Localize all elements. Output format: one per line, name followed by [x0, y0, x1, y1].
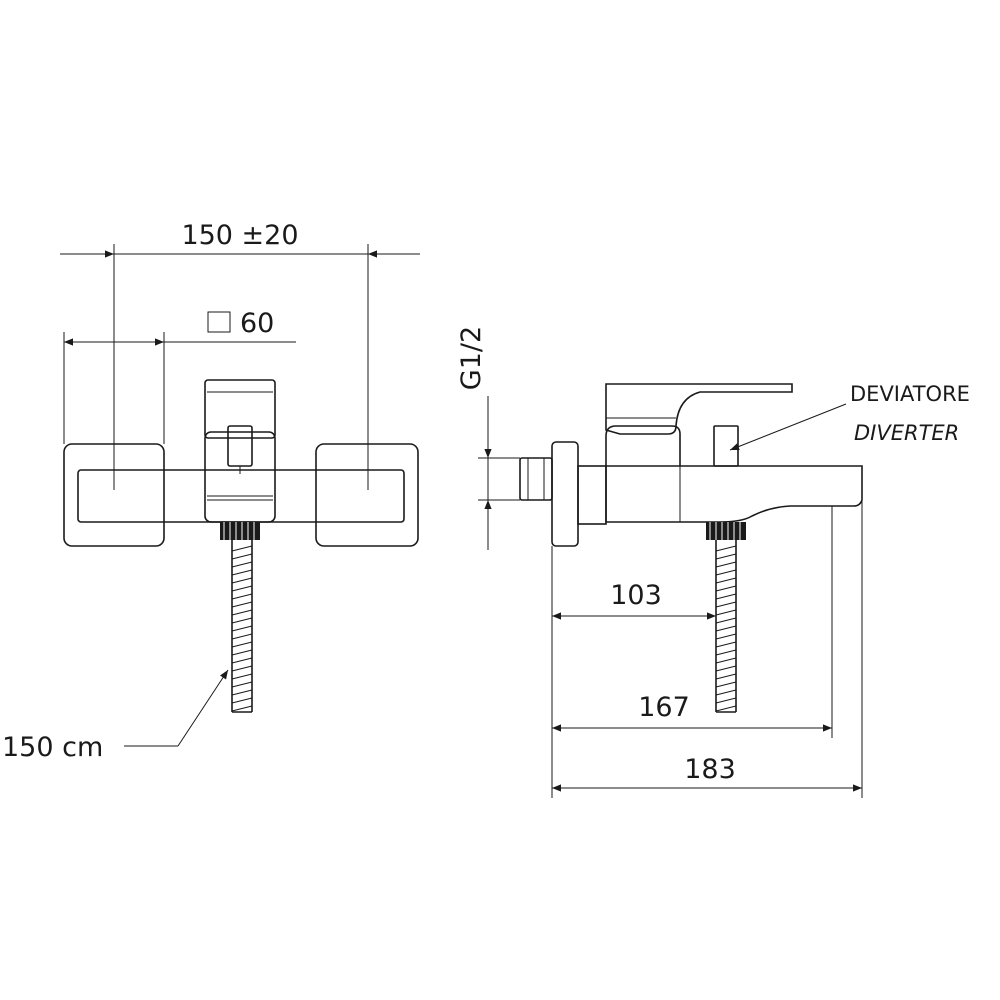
- hose-coil: [231, 609, 253, 616]
- hose-coil: [715, 633, 737, 640]
- hose-coil: [231, 665, 253, 672]
- hose-coil: [715, 561, 737, 568]
- hose-coil: [231, 545, 253, 552]
- hose-coil: [715, 577, 737, 584]
- side-column: [605, 425, 681, 466]
- hose-coil: [715, 673, 737, 680]
- side-shower-hose: [715, 540, 737, 713]
- side-body: [605, 465, 863, 523]
- hose-length-leader: 150 cm: [2, 669, 229, 763]
- side-neck: [577, 465, 607, 525]
- center-distance-label: 150 ±20: [181, 220, 298, 251]
- hose-coil: [715, 545, 737, 552]
- depth-183-label: 183: [684, 754, 736, 785]
- dim-square: 60: [63, 308, 296, 444]
- square-symbol: [207, 311, 231, 333]
- dim-103: 103: [552, 580, 716, 620]
- dim-183: 183: [552, 754, 862, 792]
- hose-coil: [231, 625, 253, 632]
- depth-103-label: 103: [610, 580, 662, 611]
- side-diverter-knob: [713, 425, 739, 467]
- hose-coil: [715, 569, 737, 576]
- hose-coil: [715, 657, 737, 664]
- hose-coil: [231, 617, 253, 624]
- hose-coil: [715, 625, 737, 632]
- hose-coil: [715, 641, 737, 648]
- hose-coil: [231, 561, 253, 568]
- diverter-label-en: DIVERTER: [854, 421, 959, 445]
- hose-coil: [715, 585, 737, 592]
- inlet-thread-label: G1/2: [456, 326, 487, 390]
- hose-coil: [715, 609, 737, 616]
- hose-coil: [715, 689, 737, 696]
- inlet-nut: [519, 457, 553, 501]
- hose-coil: [231, 569, 253, 576]
- hose-coil: [715, 705, 737, 712]
- hose-coil: [231, 601, 253, 608]
- hose-coil: [231, 633, 253, 640]
- dim-167: 167: [552, 692, 832, 732]
- hose-coil: [715, 649, 737, 656]
- hose-coil: [231, 697, 253, 704]
- side-view: DEVIATORE DIVERTER G1/2: [456, 326, 970, 798]
- mixer-column: [204, 431, 276, 523]
- hose-coil: [231, 593, 253, 600]
- hose-coil: [715, 593, 737, 600]
- hose-coil: [231, 705, 253, 712]
- hose-coil: [715, 665, 737, 672]
- hose-coil: [715, 601, 737, 608]
- hose-coil: [231, 681, 253, 688]
- hose-coil: [231, 641, 253, 648]
- hose-length-label: 150 cm: [2, 732, 103, 763]
- lever-handle: [204, 379, 276, 439]
- depth-167-label: 167: [638, 692, 690, 723]
- square-size-label: 60: [240, 308, 274, 339]
- hose-coil: [231, 553, 253, 560]
- dim-center-distance: 150 ±20: [60, 220, 420, 490]
- hose-coil: [231, 689, 253, 696]
- side-flange: [551, 441, 579, 547]
- hose-coil: [715, 681, 737, 688]
- hose-coil: [715, 697, 737, 704]
- shower-hose: [231, 540, 253, 713]
- right-flange: [315, 443, 419, 547]
- hose-coil: [231, 577, 253, 584]
- hose-coil: [231, 585, 253, 592]
- dim-inlet-thread: G1/2: [456, 326, 520, 550]
- hose-coil: [231, 649, 253, 656]
- hose-coil: [231, 657, 253, 664]
- side-lever: [605, 383, 793, 435]
- hose-coil: [231, 673, 253, 680]
- front-view: 150 ±20 60 150 cm: [2, 220, 420, 763]
- hose-coil: [715, 553, 737, 560]
- hose-coil: [715, 617, 737, 624]
- diverter-label-it: DEVIATORE: [850, 382, 970, 406]
